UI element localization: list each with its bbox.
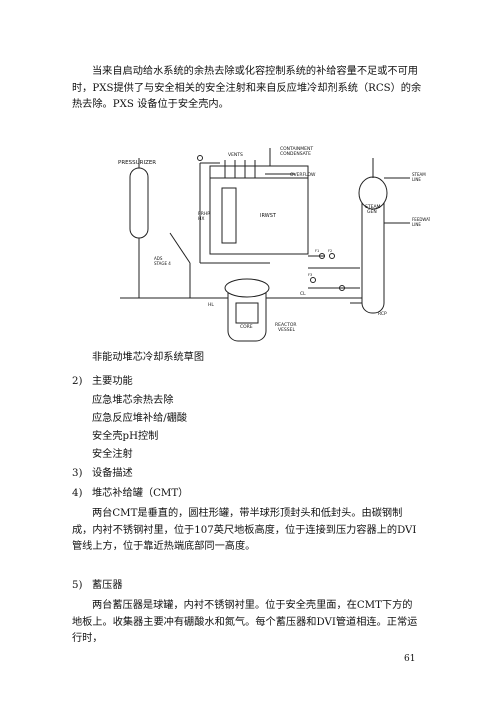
valve-label-f2: F2 (328, 249, 332, 253)
function-item: 安全壳pH控制 (92, 431, 159, 442)
rcp-label: RCP (378, 311, 387, 317)
vents-label: VENTS (228, 152, 243, 158)
accumulator-paragraph: 两台蓄压器是球罐，内衬不锈钢衬里。位于安全壳里面，在CMT下方的地板上。收集器主… (72, 600, 418, 644)
cl-label: CL (300, 291, 306, 297)
hl-label: HL (208, 302, 214, 308)
function-item: 安全注射 (92, 449, 133, 460)
cmt-paragraph: 两台CMT是垂直的，圆柱形罐，带半球形顶封头和低封头。由碳钢制成，内衬不锈钢衬里… (72, 508, 417, 552)
section-heading: 5)蓄压器 (72, 580, 123, 591)
valve-label-f3: F3 (308, 273, 312, 277)
pressurizer-vessel (129, 167, 149, 239)
feedwater-line-label: FEEDWATERLINE (412, 217, 430, 227)
pressurizer-label: PRESSURIZER (118, 160, 156, 166)
function-item: 应急堆芯余热去除 (92, 395, 174, 406)
function-item: 应急反应堆补给/硼酸 (92, 413, 188, 424)
section-heading: 2)主要功能 (72, 376, 133, 387)
prhr-hx (221, 187, 237, 244)
section-heading: 4)堆芯补给罐（CMT） (72, 488, 189, 499)
core-label: CORE (240, 324, 253, 330)
section-heading: 3)设备描述 (72, 468, 133, 479)
valve-label-f1: F1 (315, 249, 319, 253)
figure-caption: 非能动堆芯冷却系统草图 (92, 352, 205, 363)
overflow-label: OVERFLOW (290, 172, 316, 178)
irwst-label: IRWST (260, 213, 277, 219)
page-number: 61 (404, 654, 416, 664)
intro-paragraph: 当来自启动给水系统的余热去除或化容控制系统的补给容量不足或不可用时，PXS提供了… (72, 66, 422, 110)
